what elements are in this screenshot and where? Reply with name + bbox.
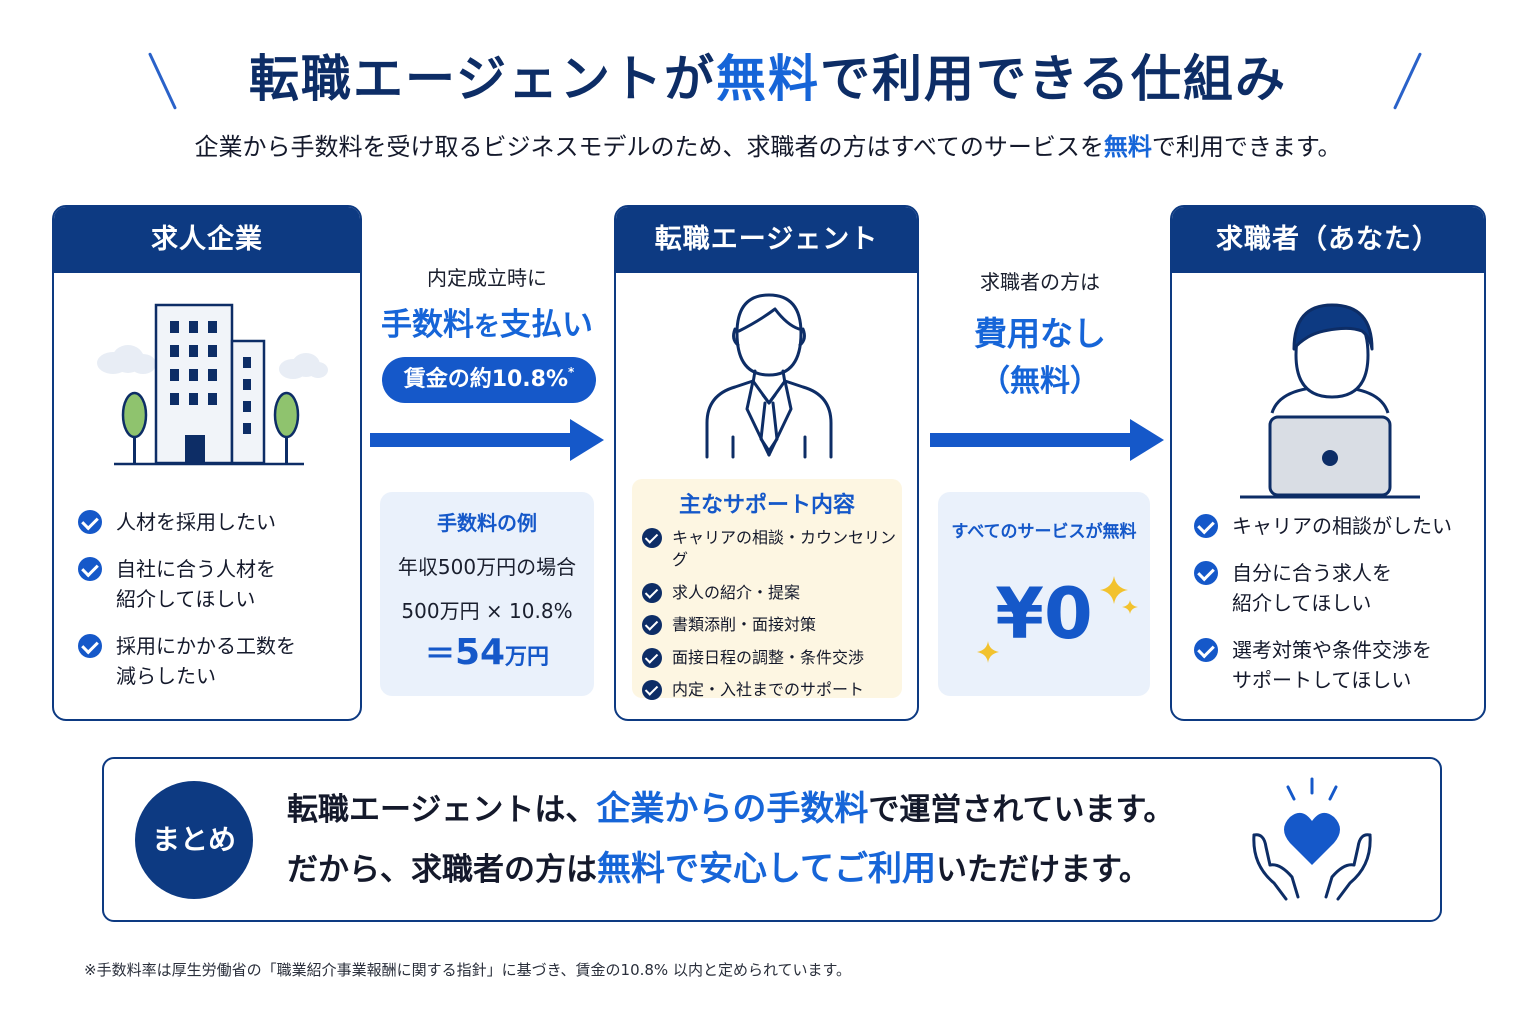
- check-circle-icon: [642, 582, 662, 603]
- fee-payment-caption: 内定成立時に: [427, 266, 547, 290]
- seeker-panel: 求職者（あなた） キャリアの相談がしたい 自分に合う求人を 紹介してほしい 選考…: [1170, 205, 1486, 721]
- free-service-label: すべてのサービスが無料: [951, 522, 1137, 542]
- fee-rate-badge: 賃金の約10.8%*: [382, 357, 596, 403]
- support-content-title: 主なサポート内容: [678, 493, 855, 518]
- page-subtitle: 企業から手数料を受け取るビジネスモデルのため、求職者の方はすべてのサービスを無料…: [194, 133, 1342, 161]
- free-service-box: すべてのサービスが無料 ¥0: [938, 492, 1150, 696]
- fee-example-title: 手数料の例: [437, 511, 537, 535]
- title-highlight: 無料: [716, 50, 820, 108]
- no-cost-caption-block: 求職者の方は 費用なし （無料）: [930, 268, 1150, 404]
- agent-panel-title: 転職エージェント: [616, 207, 917, 273]
- check-circle-icon: [642, 680, 662, 700]
- seeker-needs-list: キャリアの相談がしたい 自分に合う求人を 紹介してほしい 選考対策や条件交渉を …: [1194, 511, 1474, 712]
- fee-example-condition: 年収500万円の場合: [397, 555, 577, 579]
- check-circle-icon: [642, 647, 662, 668]
- list-item: 人材を採用したい: [78, 507, 348, 537]
- free-service-amount: ¥0: [995, 573, 1093, 655]
- fee-example-result: ＝54万円: [424, 632, 550, 673]
- company-panel-title: 求人企業: [54, 207, 360, 273]
- list-item: 求人の紹介・提案: [642, 582, 902, 604]
- summary-box: まとめ 転職エージェントは、企業からの手数料で運営されています。 だから、求職者…: [102, 757, 1442, 922]
- check-circle-icon: [1194, 638, 1218, 662]
- list-item: 採用にかかる工数を 減らしたい: [78, 631, 348, 691]
- check-circle-icon: [78, 510, 102, 534]
- fee-example-formula: 500万円 × 10.8%: [401, 599, 573, 623]
- seeker-panel-title: 求職者（あなた）: [1172, 207, 1484, 273]
- check-circle-icon: [642, 615, 662, 635]
- no-cost-caption: 求職者の方は: [980, 270, 1100, 294]
- check-circle-icon: [78, 634, 102, 658]
- fee-payment-heading: 手数料を支払い: [380, 307, 593, 343]
- page-title: 転職エージェントが無料で利用できる仕組み: [249, 50, 1287, 108]
- check-circle-icon: [642, 528, 662, 548]
- list-item: 面接日程の調整・条件交渉: [642, 647, 902, 669]
- hands-holding-heart-icon: [1252, 777, 1372, 901]
- support-content-list: キャリアの相談・カウンセリング 求人の紹介・提案 書類添削・面接対策 面接日程の…: [642, 527, 902, 701]
- list-item: 自社に合う人材を 紹介してほしい: [78, 554, 348, 614]
- business-person-icon: [705, 293, 833, 459]
- summary-line-1: 転職エージェントは、企業からの手数料で運営されています。: [287, 789, 1175, 829]
- list-item: キャリアの相談がしたい: [1194, 511, 1474, 541]
- no-cost-heading: 費用なし: [974, 314, 1106, 353]
- company-needs-list: 人材を採用したい 自社に合う人材を 紹介してほしい 採用にかかる工数を 減らした…: [78, 507, 348, 708]
- subtitle-highlight: 無料: [1103, 133, 1152, 161]
- check-circle-icon: [1194, 561, 1218, 585]
- summary-badge: まとめ: [135, 781, 253, 899]
- sparkle-icon: [1100, 576, 1138, 614]
- arrow-company-to-agent: [370, 419, 604, 461]
- list-item: キャリアの相談・カウンセリング: [642, 527, 902, 571]
- list-item: 選考対策や条件交渉を サポートしてほしい: [1194, 635, 1474, 695]
- arrow-agent-to-seeker: [930, 419, 1164, 461]
- support-content-box: 主なサポート内容 キャリアの相談・カウンセリング 求人の紹介・提案 書類添削・面…: [632, 479, 902, 701]
- fee-payment-caption-block: 内定成立時に 手数料を支払い: [372, 264, 602, 350]
- company-panel: 求人企業 人材を採用したい 自社に合う人材を 紹介してほしい 採用にかかる工数を…: [52, 205, 362, 721]
- summary-line-2: だから、求職者の方は無料で安心してご利用いただけます。: [287, 849, 1150, 889]
- list-item: 内定・入社までのサポート: [642, 679, 902, 701]
- person-with-laptop-icon: [1240, 303, 1420, 499]
- check-circle-icon: [78, 557, 102, 581]
- agent-panel: 転職エージェント 主なサポート内容 キャリアの相談・カウンセリング 求人の紹介・…: [614, 205, 919, 721]
- no-cost-subheading: （無料）: [980, 364, 1100, 399]
- list-item: 書類添削・面接対策: [642, 614, 902, 636]
- footnote: ※手数料率は厚生労働省の「職業紹介事業報酬に関する指針」に基づき、賃金の10.8…: [84, 961, 851, 979]
- fee-example-box: 手数料の例 年収500万円の場合 500万円 × 10.8% ＝54万円: [380, 492, 594, 696]
- sparkle-icon: [977, 641, 999, 663]
- office-building-icon: [97, 303, 328, 466]
- list-item: 自分に合う求人を 紹介してほしい: [1194, 558, 1474, 618]
- check-circle-icon: [1194, 514, 1218, 538]
